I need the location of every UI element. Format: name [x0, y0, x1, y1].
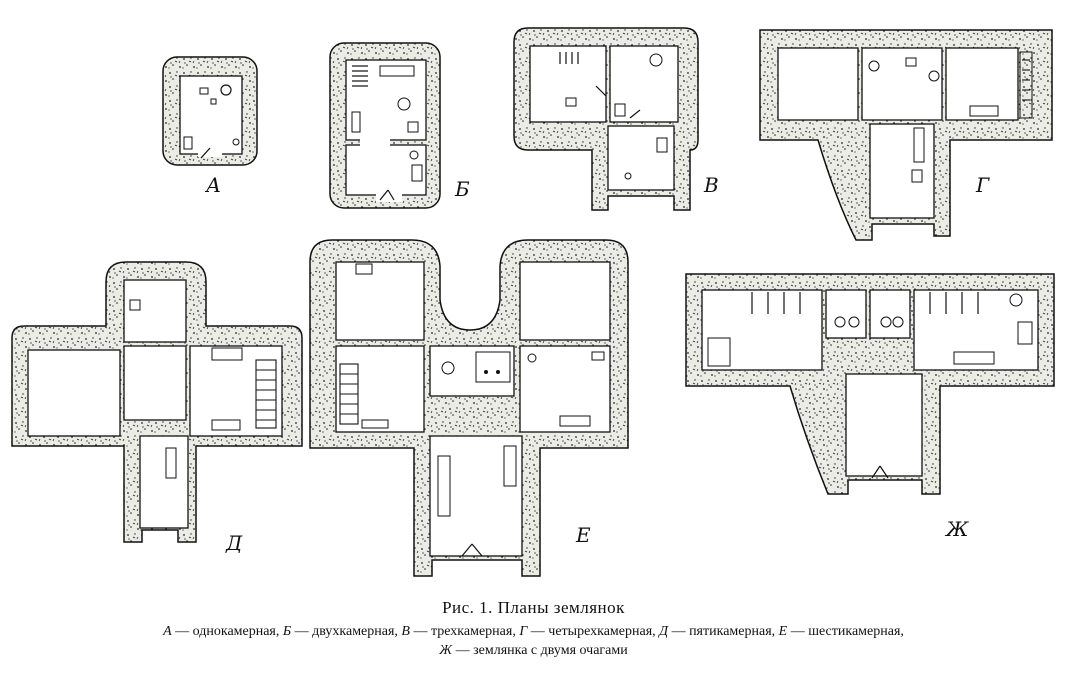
plan-a: А	[162, 56, 258, 197]
legend-letter: Д	[659, 624, 669, 639]
plan-b: Б	[329, 42, 470, 209]
legend-description: — шестикамерная,	[787, 624, 904, 639]
legend-letter: Ж	[439, 643, 453, 658]
plan-d: Д	[11, 261, 303, 555]
legend-letter: В	[401, 624, 410, 639]
legend-letter: А	[163, 624, 172, 639]
legend-description: — четырехкамерная,	[527, 624, 660, 639]
figure-legend-line-1: А — однокамерная, Б — двухкамерная, В — …	[0, 624, 1067, 640]
plan-a-label: А	[204, 173, 221, 197]
figure-legend-line-2: Ж — землянка с двумя очагами	[0, 643, 1067, 659]
dugout-plans-figure: А Б	[11, 27, 1055, 577]
plan-zh-label: Ж	[944, 517, 969, 541]
legend-letter: Б	[282, 624, 292, 639]
legend-description: — однокамерная,	[171, 624, 283, 639]
plan-d-label: Д	[225, 531, 243, 555]
plan-g: Г	[759, 29, 1053, 241]
legend-description: — двухкамерная,	[291, 624, 402, 639]
plan-zh: Ж	[685, 273, 1055, 541]
plan-v-label: В	[703, 173, 719, 197]
plan-e-label: Е	[575, 523, 591, 547]
legend-letter: Е	[778, 624, 788, 639]
figure-caption-title: Рис. 1. Планы землянок	[442, 598, 625, 617]
legend-description: — пятикамерная,	[668, 624, 779, 639]
plan-v: В	[513, 27, 719, 211]
legend-letter: Г	[519, 624, 528, 639]
plan-g-label: Г	[975, 173, 990, 197]
legend-description: — землянка с двумя очагами	[452, 643, 628, 658]
plan-b-label: Б	[454, 177, 470, 201]
plan-e: Е	[309, 239, 629, 577]
legend-description: — трехкамерная,	[409, 624, 520, 639]
